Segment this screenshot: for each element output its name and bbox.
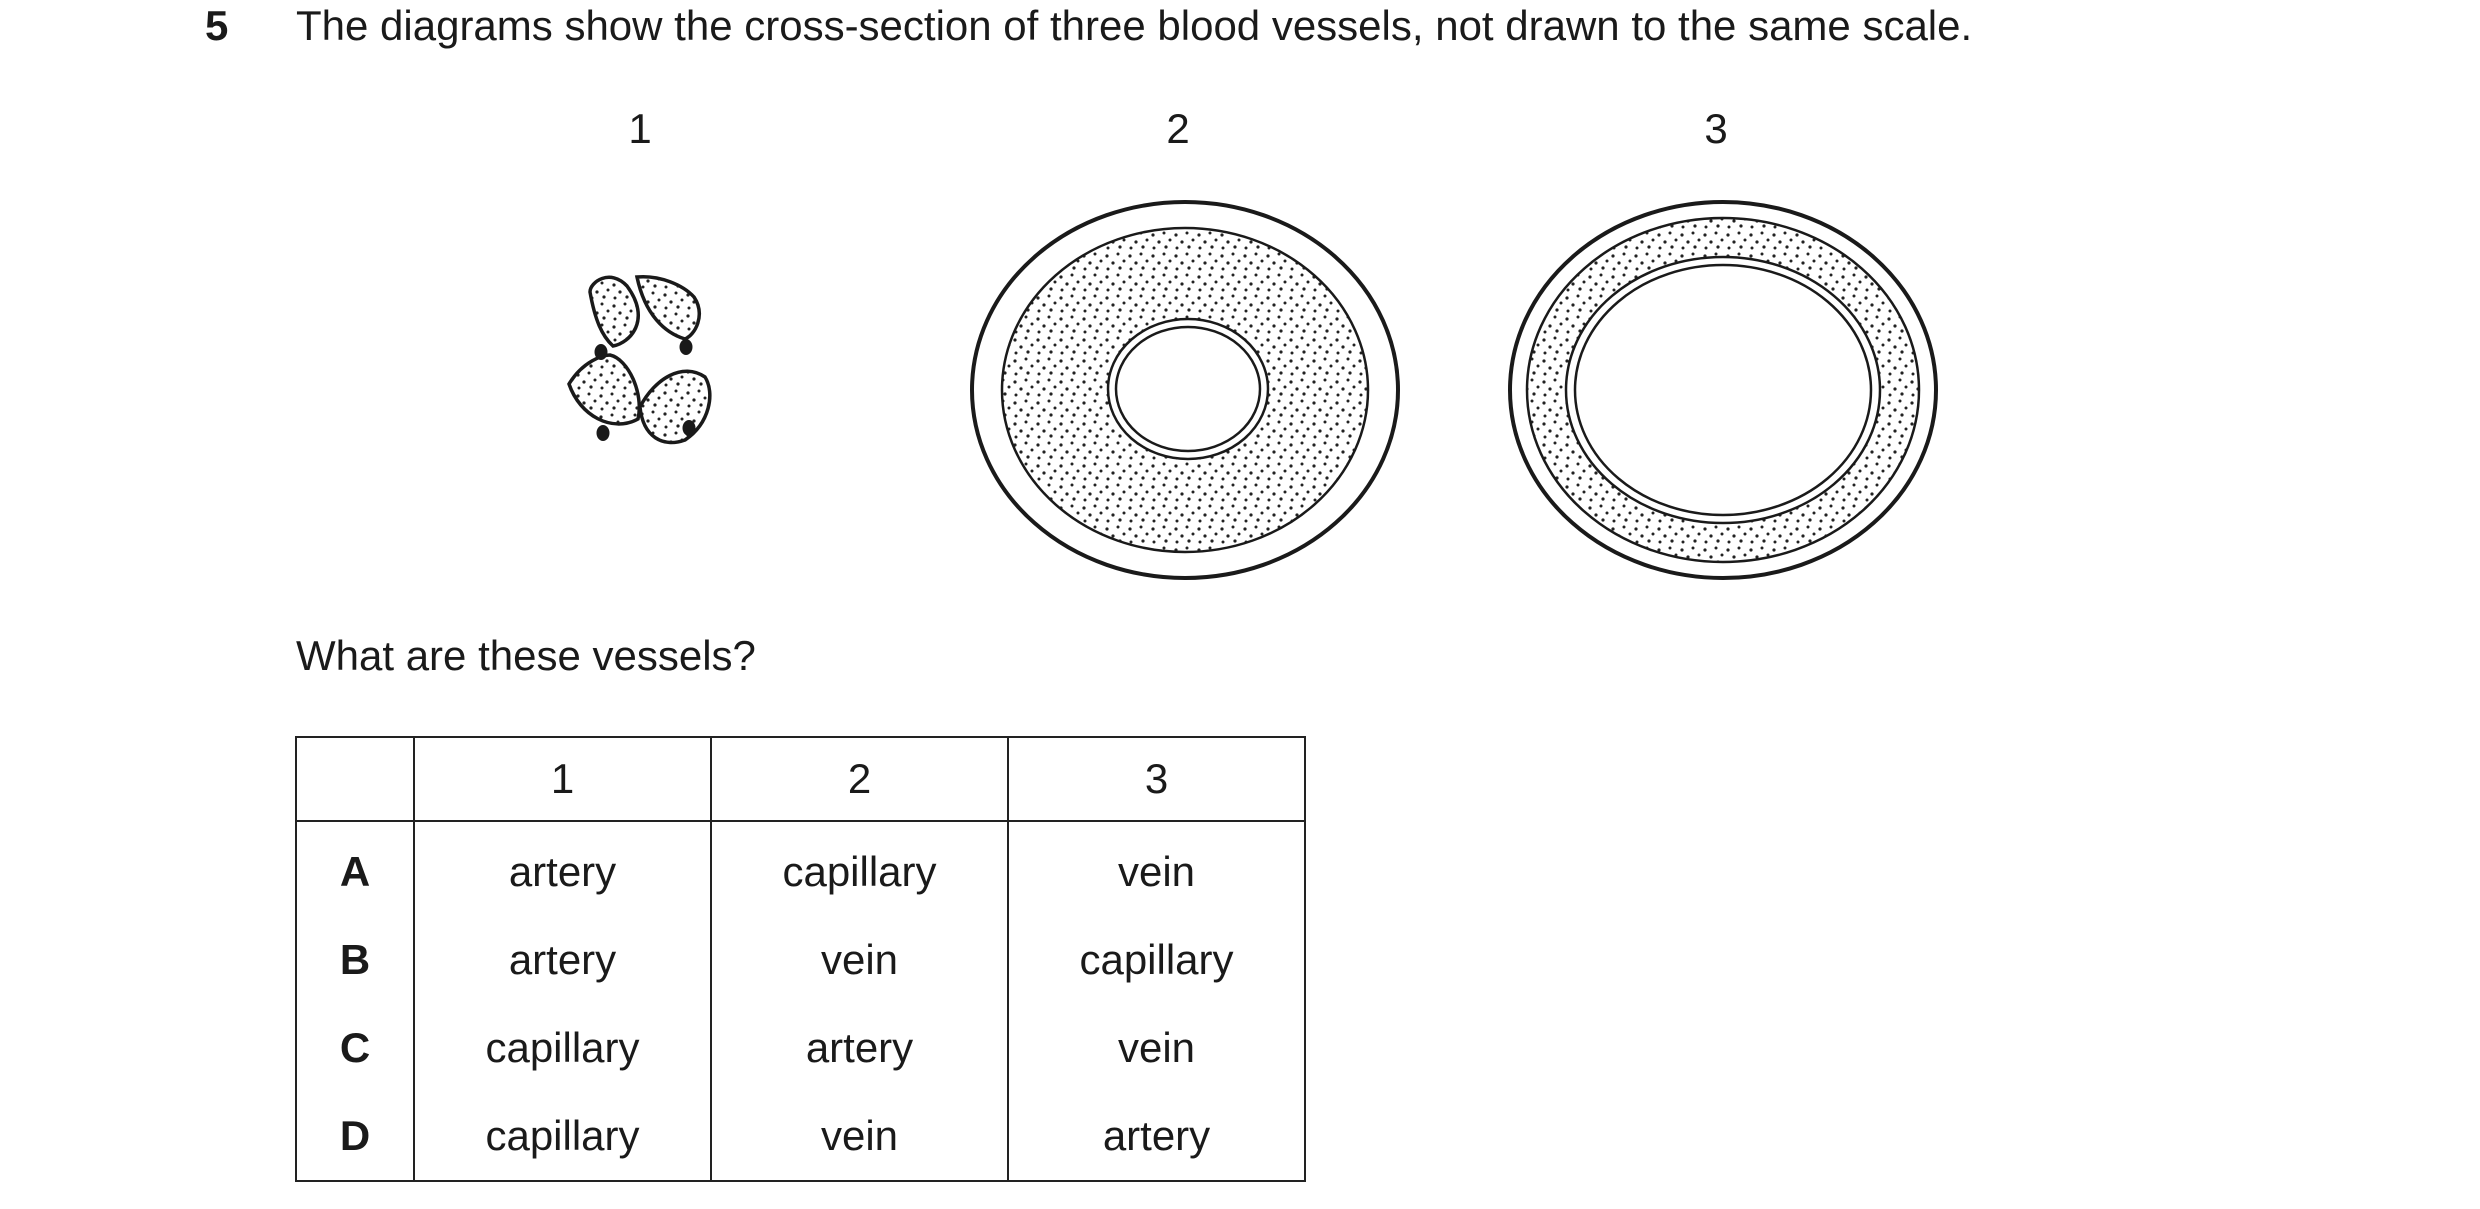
- question-prompt: What are these vessels?: [296, 632, 756, 679]
- diagram-label-2: 2: [1166, 105, 1190, 152]
- option-letter[interactable]: B: [295, 916, 415, 1004]
- diagram-label-3: 3: [1704, 105, 1728, 152]
- table-cell: capillary: [413, 1004, 712, 1092]
- question-number: 5: [205, 2, 229, 49]
- table-header-cell: 1: [413, 736, 712, 822]
- vessel-1-cell: [588, 275, 640, 348]
- table-header-row: 1 2 3: [295, 736, 1306, 822]
- vessel-3-lumen: [1573, 263, 1873, 517]
- table-cell: artery: [1007, 1092, 1306, 1182]
- vessel-2-lumen: [1114, 325, 1262, 453]
- table-cell: capillary: [1007, 916, 1306, 1004]
- table-row[interactable]: C capillary artery vein: [295, 1004, 1306, 1092]
- vessel-1-nucleus: [596, 425, 610, 441]
- table-cell: artery: [413, 821, 712, 916]
- vessel-1-cell: [638, 369, 712, 445]
- option-letter[interactable]: C: [295, 1004, 415, 1092]
- table-cell: vein: [710, 1092, 1009, 1182]
- table-row[interactable]: A artery capillary vein: [295, 821, 1306, 916]
- table-cell: vein: [1007, 821, 1306, 916]
- table-cell: capillary: [413, 1092, 712, 1182]
- table-row[interactable]: D capillary vein artery: [295, 1092, 1306, 1182]
- vessel-3-diagram: [1508, 200, 1938, 580]
- table-cell: capillary: [710, 821, 1009, 916]
- table-row[interactable]: B artery vein capillary: [295, 916, 1306, 1004]
- vessel-1-diagram: [567, 275, 712, 445]
- vessel-1-nucleus: [682, 420, 696, 436]
- vessel-1-cell: [567, 353, 641, 426]
- vessel-diagrams: [567, 200, 1938, 580]
- table-cell: vein: [710, 916, 1009, 1004]
- table-cell: artery: [710, 1004, 1009, 1092]
- question-text: The diagrams show the cross-section of t…: [296, 2, 1973, 49]
- table-header-cell: 3: [1007, 736, 1306, 822]
- vessel-1-cell: [634, 275, 701, 341]
- vessel-1-nucleus: [594, 344, 608, 360]
- vessel-2-diagram: [970, 200, 1400, 580]
- option-letter[interactable]: D: [295, 1092, 415, 1182]
- table-header-cell: 2: [710, 736, 1009, 822]
- table-cell: vein: [1007, 1004, 1306, 1092]
- vessel-1-nucleus: [679, 339, 693, 355]
- diagram-label-1: 1: [628, 105, 652, 152]
- table-header-cell: [295, 736, 415, 822]
- option-letter[interactable]: A: [295, 821, 415, 916]
- table-cell: artery: [413, 916, 712, 1004]
- answer-table: 1 2 3 A artery capillary vein B artery v…: [295, 736, 1306, 1182]
